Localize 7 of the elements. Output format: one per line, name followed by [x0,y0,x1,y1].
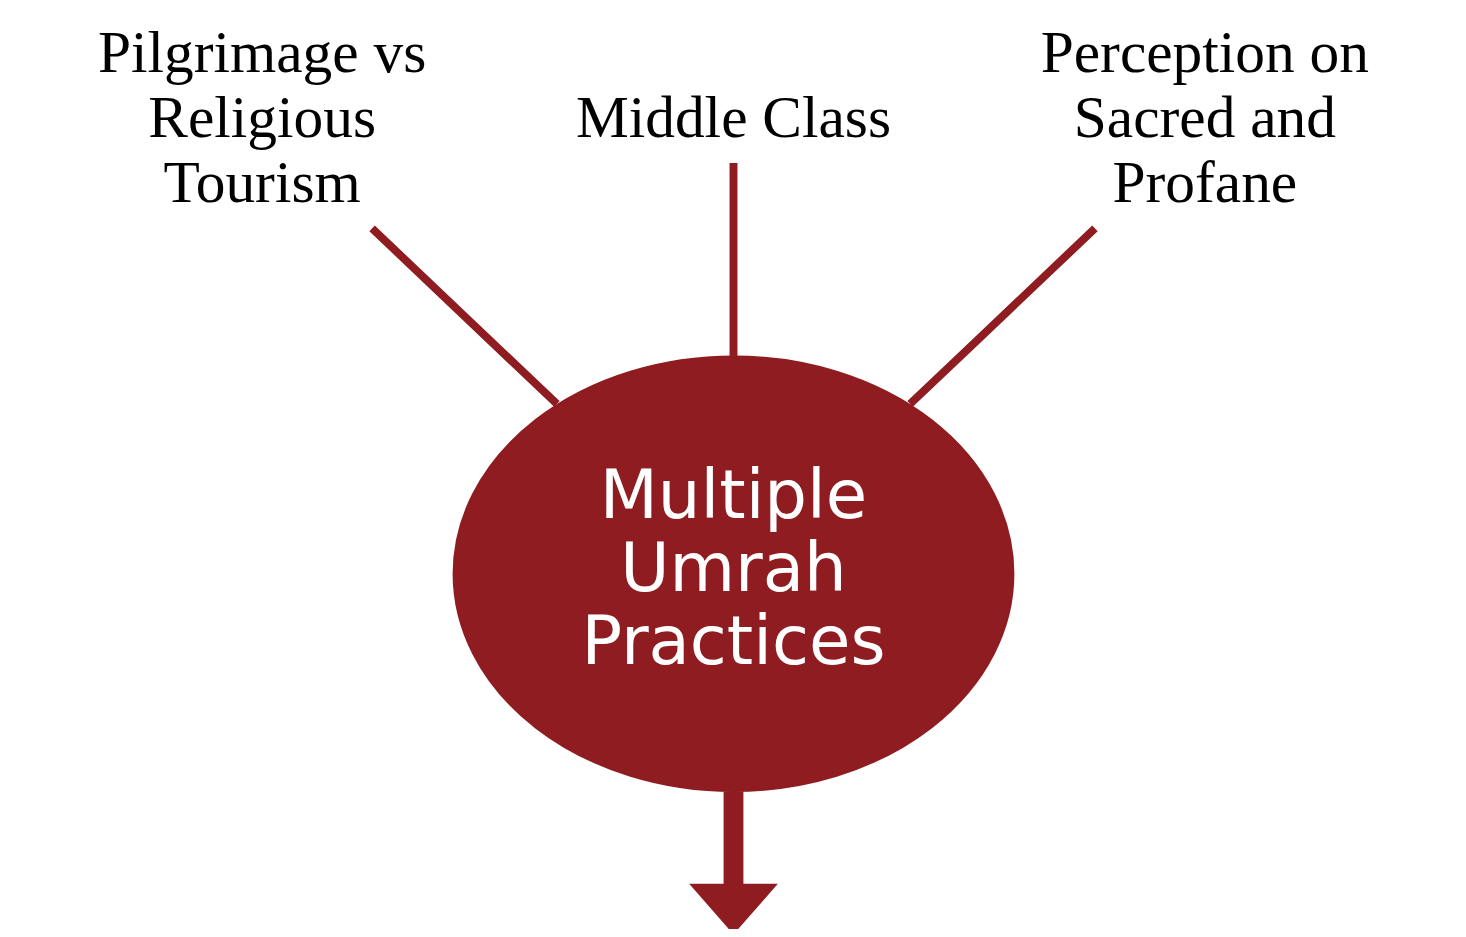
node-text: Perception on Sacred and Profane [1040,18,1369,216]
connector [368,225,560,407]
node-ellipse: Multiple Umrah Practices [452,355,1014,792]
connector [906,225,1098,407]
node-text: Middle Class [575,83,891,150]
arrow [688,791,778,929]
node-text: Pilgrimage vs Religious Tourism [97,18,426,216]
